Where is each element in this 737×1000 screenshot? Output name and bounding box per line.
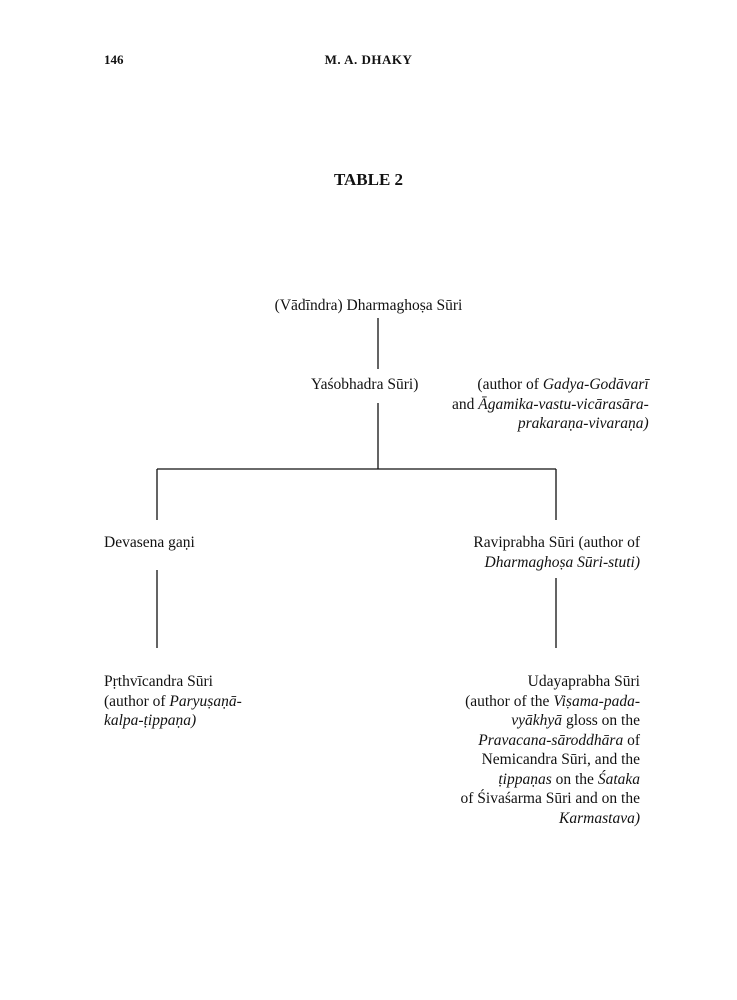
work-title: Āgamika-vastu-vicārasāra- xyxy=(478,395,649,413)
note-text: of xyxy=(623,731,640,749)
work-title: Śataka xyxy=(597,770,640,788)
note-prefix: (author of xyxy=(477,376,543,393)
node-devasena-gani: Devasena gaṇi xyxy=(104,534,195,551)
work-title: Karmastava) xyxy=(559,809,640,827)
node-dharmaghosa-suri: (Vādīndra) Dharmaghoṣa Sūri xyxy=(274,297,463,314)
work-title: Gadya-Godāvarī xyxy=(542,376,649,393)
work-title: Pravacana-sāroddhāra xyxy=(478,731,624,749)
note-prefix: (author of xyxy=(104,692,170,710)
node-line: Raviprabha Sūri (author of xyxy=(473,534,640,551)
work-title: Dharmaghoṣa Sūri-stuti) xyxy=(484,553,640,571)
node-line: Pṛthvīcandra Sūri xyxy=(104,673,213,690)
note-text: gloss on the xyxy=(562,712,640,729)
page-number: 146 xyxy=(104,52,124,67)
note-conjunction: and xyxy=(452,395,479,413)
work-title: prakaraṇa-vivaraṇa) xyxy=(517,415,649,432)
work-title: Paryuṣaṇā- xyxy=(169,692,242,710)
node-line: Nemicandra Sūri, and the xyxy=(481,751,640,768)
running-head: M. A. DHAKY xyxy=(324,52,413,67)
work-title: kalpa-ṭippaṇa) xyxy=(104,712,197,729)
node-prthvicandra-suri: Pṛthvīcandra Sūri (author of Paryuṣaṇā- … xyxy=(104,672,242,731)
node-line: Udayaprabha Sūri xyxy=(527,673,640,690)
table-title: TABLE 2 xyxy=(333,170,404,189)
note-text: on the xyxy=(551,770,598,788)
node-line: of Śivaśarma Sūri and on the xyxy=(460,790,640,807)
work-title: ṭippaṇas xyxy=(498,770,552,788)
note-prefix: (author of the xyxy=(465,692,554,710)
node-udayaprabha-suri: Udayaprabha Sūri (author of the Viṣama-p… xyxy=(432,672,640,828)
node-yasobhadra-suri: Yaśobhadra Sūri) xyxy=(311,376,419,393)
work-title: vyākhyā xyxy=(511,712,563,729)
work-title: Viṣama-pada- xyxy=(553,692,640,710)
yasobhadra-note: (author of Gadya-Godāvarī and Āgamika-va… xyxy=(452,375,649,434)
node-raviprabha-suri: Raviprabha Sūri (author of Dharmaghoṣa S… xyxy=(447,533,640,572)
